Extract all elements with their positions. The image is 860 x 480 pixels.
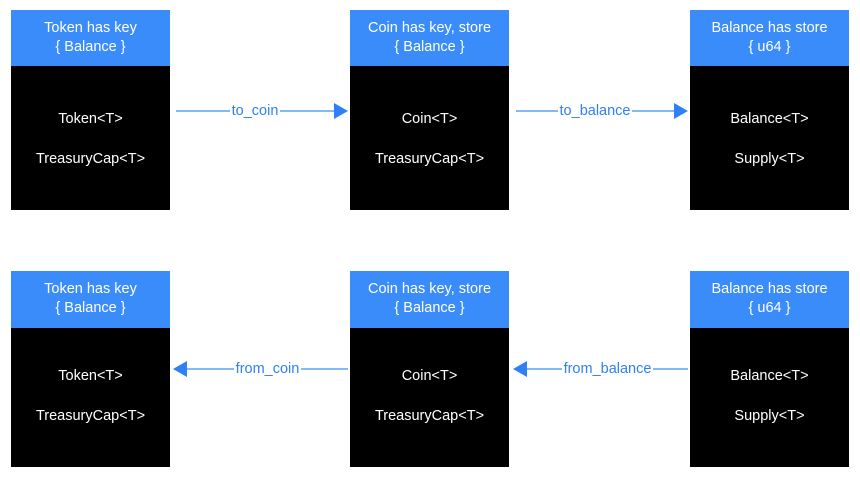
struct-header-line1: Coin has key, store (367, 20, 492, 36)
struct-header-coin-bottom: Coin has key, store { Balance } (350, 271, 509, 328)
struct-header-line1: Token has key (44, 281, 137, 297)
arrow-from-coin: from_coin (173, 356, 349, 382)
arrow-line-segment (632, 110, 675, 112)
struct-field: Supply<T> (734, 151, 805, 167)
arrow-line-segment (653, 368, 689, 370)
struct-field: Supply<T> (734, 408, 805, 424)
struct-header-line2: { Balance } (55, 300, 126, 316)
struct-field: TreasuryCap<T> (35, 151, 146, 167)
struct-body-token-top: Token<T> TreasuryCap<T> (11, 66, 170, 210)
struct-header-line1: Coin has key, store (367, 281, 492, 297)
struct-field: Balance<T> (730, 368, 809, 384)
struct-header-coin-top: Coin has key, store { Balance } (350, 10, 509, 66)
struct-header-line2: { u64 } (748, 300, 791, 316)
arrow-label-from-balance: from_balance (563, 361, 652, 377)
struct-box-token-top: Token has key { Balance } Token<T> Treas… (11, 10, 170, 210)
struct-field: Balance<T> (730, 111, 809, 127)
arrow-line-segment (516, 110, 558, 112)
struct-body-balance-top: Balance<T> Supply<T> (690, 66, 849, 210)
arrow-from-balance: from_balance (513, 356, 689, 382)
struct-header-line1: Balance has store (711, 281, 828, 297)
struct-header-line2: { Balance } (394, 39, 465, 55)
arrow-label-from-coin: from_coin (235, 361, 300, 377)
struct-header-line2: { u64 } (748, 39, 791, 55)
arrow-label-to-coin: to_coin (231, 103, 279, 119)
struct-body-coin-top: Coin<T> TreasuryCap<T> (350, 66, 509, 210)
arrow-line-segment (301, 368, 349, 370)
arrow-to-coin: to_coin (176, 98, 349, 124)
arrowhead-right-icon (334, 103, 349, 119)
arrow-line-segment (176, 110, 230, 112)
struct-field: TreasuryCap<T> (374, 151, 485, 167)
arrowhead-right-icon (674, 103, 689, 119)
arrowhead-left-icon (173, 361, 187, 377)
struct-header-balance-bottom: Balance has store { u64 } (690, 271, 849, 328)
struct-box-balance-top: Balance has store { u64 } Balance<T> Sup… (690, 10, 849, 210)
struct-body-coin-bottom: Coin<T> TreasuryCap<T> (350, 328, 509, 467)
struct-box-token-bottom: Token has key { Balance } Token<T> Treas… (11, 271, 170, 467)
struct-header-line1: Token has key (44, 20, 137, 36)
struct-body-balance-bottom: Balance<T> Supply<T> (690, 328, 849, 467)
struct-box-coin-bottom: Coin has key, store { Balance } Coin<T> … (350, 271, 509, 467)
arrow-line-segment (527, 368, 562, 370)
struct-field: TreasuryCap<T> (374, 408, 485, 424)
struct-box-coin-top: Coin has key, store { Balance } Coin<T> … (350, 10, 509, 210)
struct-header-token-bottom: Token has key { Balance } (11, 271, 170, 328)
struct-field: Coin<T> (401, 111, 458, 127)
struct-body-token-bottom: Token<T> TreasuryCap<T> (11, 328, 170, 467)
struct-header-line1: Balance has store (711, 20, 828, 36)
struct-header-line2: { Balance } (55, 39, 126, 55)
arrowhead-left-icon (513, 361, 527, 377)
struct-field: Token<T> (58, 111, 123, 127)
struct-box-balance-bottom: Balance has store { u64 } Balance<T> Sup… (690, 271, 849, 467)
struct-header-balance-top: Balance has store { u64 } (690, 10, 849, 66)
struct-field: Token<T> (58, 368, 123, 384)
arrow-line-segment (187, 368, 234, 370)
arrow-line-segment (280, 110, 335, 112)
struct-header-line2: { Balance } (394, 300, 465, 316)
struct-header-token-top: Token has key { Balance } (11, 10, 170, 66)
struct-field: TreasuryCap<T> (35, 408, 146, 424)
struct-field: Coin<T> (401, 368, 458, 384)
arrow-label-to-balance: to_balance (559, 103, 631, 119)
arrow-to-balance: to_balance (516, 98, 689, 124)
